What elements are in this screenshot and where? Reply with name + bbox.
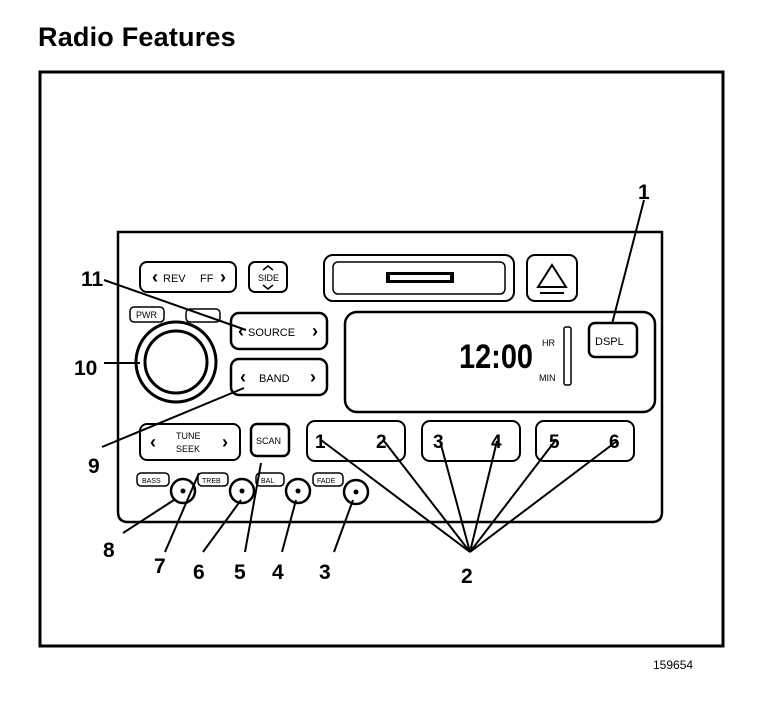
callout-9: 9	[88, 455, 100, 478]
ff-label: FF	[200, 273, 214, 285]
bass-label-box: BASS	[136, 472, 170, 487]
band-label: BAND	[259, 373, 290, 385]
treb-label-box: TREB	[197, 472, 229, 487]
figure-id: 159654	[653, 658, 694, 672]
display-window: 12:00 HR MIN	[343, 310, 657, 414]
eject-button[interactable]	[526, 254, 578, 302]
leader-2c	[439, 440, 471, 553]
leader-8	[122, 499, 175, 534]
bal-label-box: BAL	[255, 472, 285, 487]
scan-label: SCAN	[256, 436, 281, 446]
leader-3	[333, 499, 354, 553]
leader-2f	[469, 440, 618, 553]
figure-frame	[38, 70, 725, 648]
leader-2a	[320, 439, 471, 553]
callout-5: 5	[234, 561, 246, 584]
leader-2d	[469, 440, 498, 553]
preset-3[interactable]: 3	[433, 432, 444, 453]
source-label: SOURCE	[248, 327, 295, 339]
leader-lines	[101, 199, 645, 553]
preset-2[interactable]: 2	[376, 432, 387, 453]
leader-9	[101, 387, 245, 448]
tape-slot	[323, 254, 515, 302]
callout-3: 3	[319, 561, 331, 584]
leader-2b	[383, 440, 471, 553]
volume-power-knob[interactable]	[134, 320, 218, 404]
scan-button[interactable]: SCAN	[249, 422, 291, 458]
leader-7	[164, 472, 200, 553]
svg-text:‹: ‹	[240, 367, 246, 387]
bass-label: BASS	[142, 478, 161, 485]
leader-5	[244, 462, 262, 553]
callout-11: 11	[81, 268, 104, 291]
svg-text:›: ›	[312, 321, 318, 341]
callout-1: 1	[638, 181, 650, 204]
svg-text:›: ›	[310, 367, 316, 387]
side-label: SIDE	[258, 273, 279, 283]
svg-text:‹: ‹	[152, 267, 158, 287]
leader-1	[611, 199, 645, 325]
svg-text:‹: ‹	[150, 432, 156, 452]
preset-pair-5-6	[535, 420, 635, 462]
tune-seek-button[interactable]: ‹ › TUNE SEEK	[139, 423, 241, 461]
bal-label: BAL	[261, 478, 274, 485]
leader-4	[281, 499, 297, 553]
preset-pair-1-2	[306, 420, 406, 462]
pwr-label-box: PWR	[129, 306, 165, 323]
callout-4: 4	[272, 561, 284, 584]
svg-text:‹: ‹	[238, 321, 244, 341]
leader-11	[103, 279, 247, 331]
tune-label: TUNE	[176, 431, 201, 441]
preset-1[interactable]: 1	[315, 432, 326, 453]
callout-8: 8	[103, 539, 115, 562]
page-title: Radio Features	[38, 22, 236, 52]
fade-label: FADE	[317, 478, 336, 485]
pwr-label: PWR	[136, 310, 157, 320]
callout-10: 10	[74, 357, 97, 380]
treb-label: TREB	[202, 478, 221, 485]
radio-faceplate	[116, 230, 664, 524]
callout-6: 6	[193, 561, 205, 584]
min-label: MIN	[539, 373, 556, 383]
svg-text:›: ›	[220, 267, 226, 287]
dspl-button[interactable]: DSPL	[587, 321, 639, 359]
rev-label: REV	[163, 273, 186, 285]
seek-label: SEEK	[176, 444, 200, 454]
callout-2: 2	[461, 565, 473, 588]
source-button[interactable]: ‹ › SOURCE	[229, 311, 329, 351]
side-button[interactable]: SIDE	[248, 261, 288, 293]
eject-icon	[536, 263, 568, 288]
hr-label: HR	[542, 338, 555, 348]
clock-readout: 12:00	[459, 338, 533, 376]
leader-2e	[469, 440, 556, 553]
display-bar	[563, 326, 572, 386]
leader-6	[202, 499, 242, 553]
dspl-label: DSPL	[595, 336, 624, 348]
callout-7: 7	[154, 555, 166, 578]
rev-ff-button[interactable]: ‹ › REV FF	[139, 261, 237, 293]
fade-label-box: FADE	[312, 472, 344, 487]
svg-text:›: ›	[222, 432, 228, 452]
band-button[interactable]: ‹ › BAND	[229, 357, 329, 397]
